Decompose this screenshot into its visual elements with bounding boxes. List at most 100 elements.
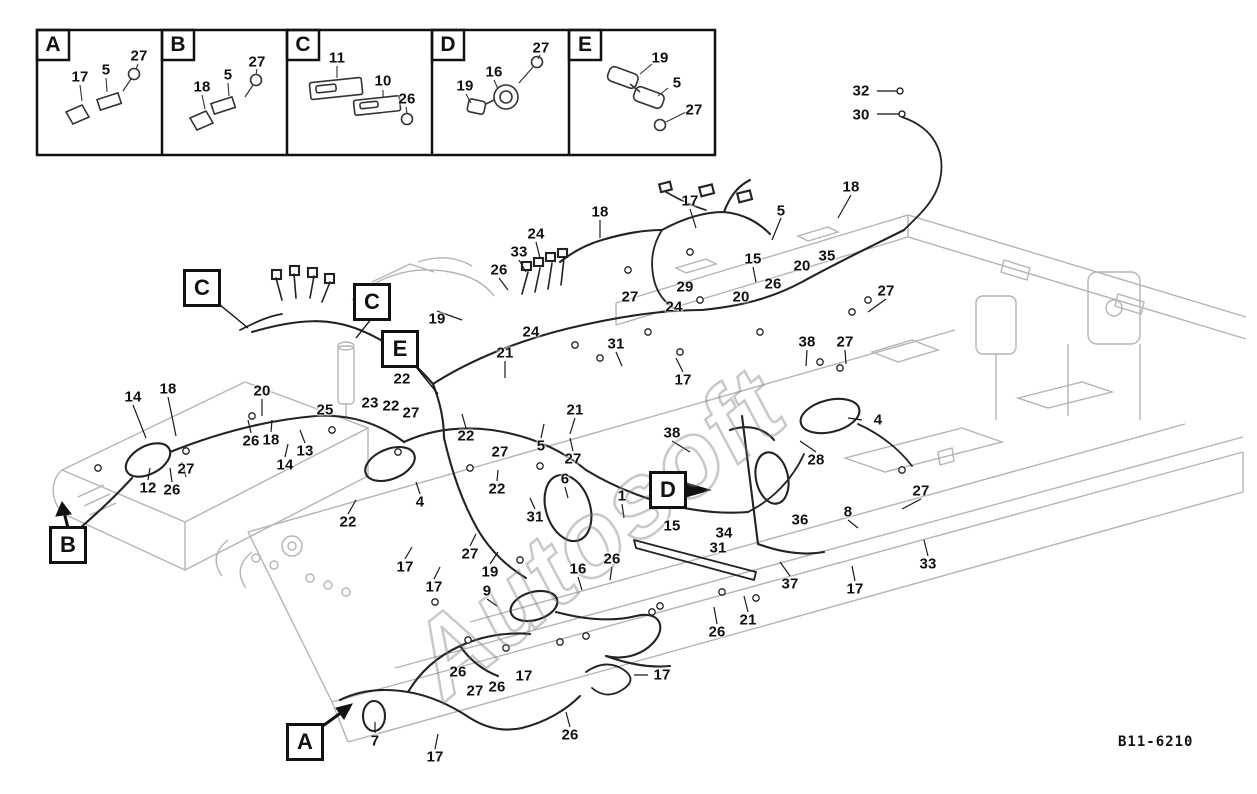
callout-18: 18 [262, 431, 280, 449]
callout-26: 26 [242, 432, 260, 450]
callout-21: 21 [566, 401, 584, 419]
callout-14: 14 [124, 388, 142, 406]
callout-6: 6 [560, 470, 570, 488]
section-marker-C: C [353, 283, 391, 321]
callout-20: 20 [253, 382, 271, 400]
chassis-drawing [52, 214, 1247, 743]
callout-27: 27 [461, 545, 479, 563]
fastener-bolts [94, 248, 906, 652]
callout-24: 24 [527, 225, 545, 243]
callout-8: 8 [843, 503, 853, 521]
callout-37: 37 [781, 575, 799, 593]
legend-letter-E: E [577, 33, 592, 56]
callout-21: 21 [496, 344, 514, 362]
callout-22: 22 [488, 480, 506, 498]
callout-31: 31 [526, 508, 544, 526]
callout-5: 5 [536, 437, 546, 455]
callout-25: 25 [316, 401, 334, 419]
callout-26: 26 [488, 678, 506, 696]
callout-24: 24 [522, 323, 540, 341]
legend-letter-C: C [295, 33, 311, 56]
callout-33: 33 [510, 243, 528, 261]
callout-27: 27 [564, 450, 582, 468]
legend-grid [35, 28, 717, 157]
legend-callout-5: 5 [101, 61, 111, 79]
callout-26: 26 [603, 550, 621, 568]
callout-26: 26 [449, 663, 467, 681]
callout-27: 27 [466, 682, 484, 700]
callout-7: 7 [370, 732, 380, 750]
callout-27: 27 [836, 333, 854, 351]
callout-19: 19 [428, 310, 446, 328]
callout-38: 38 [798, 333, 816, 351]
callout-15: 15 [663, 517, 681, 535]
legend-callout-27: 27 [130, 47, 148, 65]
section-marker-B: B [49, 526, 87, 564]
legend-callout-19: 19 [456, 77, 474, 95]
callout-21: 21 [739, 611, 757, 629]
callout-18: 18 [842, 178, 860, 196]
callout-27: 27 [491, 443, 509, 461]
callout-34: 34 [715, 524, 733, 542]
callout-20: 20 [793, 257, 811, 275]
callout-31: 31 [709, 539, 727, 557]
callout-31: 31 [607, 335, 625, 353]
callout-30: 30 [852, 106, 870, 124]
legend-letter-D: D [440, 33, 456, 56]
callout-17: 17 [846, 580, 864, 598]
legend-callout-10: 10 [374, 72, 392, 90]
callout-27: 27 [402, 404, 420, 422]
callout-24: 24 [665, 298, 683, 316]
callout-26: 26 [490, 261, 508, 279]
callout-22: 22 [382, 397, 400, 415]
legend-callout-5: 5 [223, 66, 233, 84]
callout-26: 26 [163, 481, 181, 499]
callout-27: 27 [877, 282, 895, 300]
legend-callout-27: 27 [532, 39, 550, 57]
callout-26: 26 [561, 726, 579, 744]
callout-27: 27 [621, 288, 639, 306]
callout-29: 29 [676, 278, 694, 296]
callout-38: 38 [663, 424, 681, 442]
callout-26: 26 [764, 275, 782, 293]
callout-17: 17 [653, 666, 671, 684]
legend-callout-5: 5 [672, 74, 682, 92]
section-marker-D: D [649, 471, 687, 509]
callout-5: 5 [776, 202, 786, 220]
callout-19: 19 [481, 563, 499, 581]
legend-callout-27: 27 [248, 53, 266, 71]
callout-22: 22 [339, 513, 357, 531]
callout-22: 22 [393, 370, 411, 388]
callout-26: 26 [708, 623, 726, 641]
callout-16: 16 [569, 560, 587, 578]
callout-32: 32 [852, 82, 870, 100]
callout-27: 27 [912, 482, 930, 500]
callout-17: 17 [681, 192, 699, 210]
legend-callout-18: 18 [193, 78, 211, 96]
section-marker-A: A [286, 723, 324, 761]
legend-letter-B: B [170, 33, 186, 56]
callout-4: 4 [415, 493, 425, 511]
callout-1: 1 [617, 487, 627, 505]
callout-33: 33 [919, 555, 937, 573]
section-marker-C: C [183, 269, 221, 307]
legend-callout-17: 17 [71, 68, 89, 86]
callout-12: 12 [139, 479, 157, 497]
callout-9: 9 [482, 582, 492, 600]
legend-letter-A: A [45, 33, 61, 56]
callout-22: 22 [457, 427, 475, 445]
callout-14: 14 [276, 456, 294, 474]
section-marker-E: E [381, 330, 419, 368]
callout-27: 27 [177, 460, 195, 478]
callout-36: 36 [791, 511, 809, 529]
callout-17: 17 [674, 371, 692, 389]
drawing-number: B11-6210 [1118, 734, 1194, 750]
callout-leader-lines [132, 194, 929, 750]
callout-18: 18 [159, 380, 177, 398]
callout-13: 13 [296, 442, 314, 460]
legend-callout-11: 11 [328, 49, 346, 67]
legend-callout-19: 19 [651, 49, 669, 67]
callout-18: 18 [591, 203, 609, 221]
